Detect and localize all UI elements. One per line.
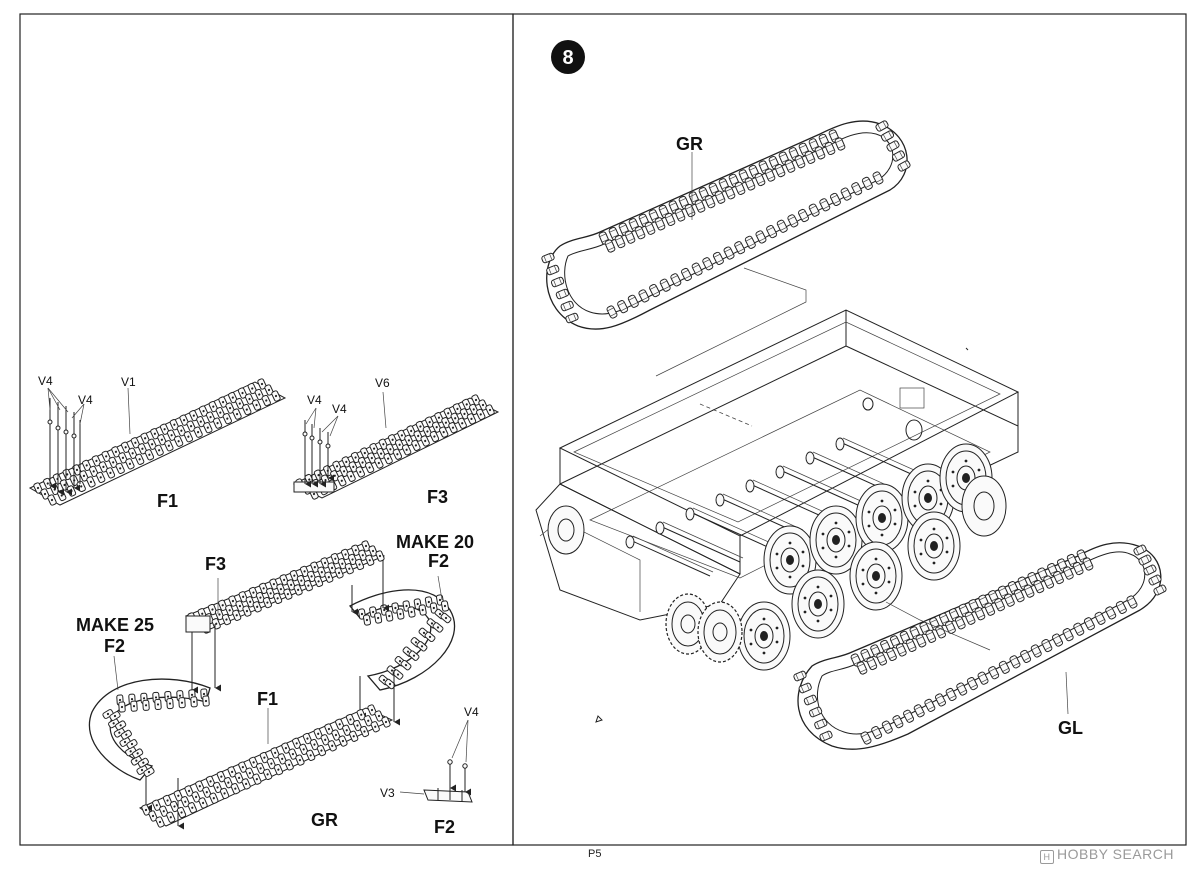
label-make20: MAKE 20 (396, 532, 474, 552)
label-make25: MAKE 25 (76, 615, 154, 635)
road-wheel (907, 511, 961, 581)
caption-f3: F3 (427, 487, 448, 507)
label-v4-d: V4 (332, 402, 347, 416)
label-make20-part: F2 (428, 551, 449, 571)
subassembly-f3: V4 V4 V6 F3 (292, 376, 500, 507)
subassembly-f2: V4 V3 F2 (380, 705, 479, 837)
label-f1-lower: F1 (257, 689, 278, 709)
label-v3: V3 (380, 786, 395, 800)
track-curve-make25 (88, 655, 211, 830)
label-f3-upper: F3 (205, 554, 226, 574)
drive-sprocket-outer (697, 601, 743, 663)
caption-f2: F2 (434, 817, 455, 837)
track-loop-gr (540, 119, 912, 377)
page-number: P5 (588, 848, 602, 860)
pin-v4-group-f1 (47, 387, 131, 496)
step-number: 8 (562, 47, 573, 69)
road-wheel (791, 569, 845, 639)
right-panel-frame (512, 13, 1187, 846)
hobby-search-logo-icon: H (1040, 850, 1054, 864)
label-v1: V1 (121, 375, 136, 389)
label-v4-a: V4 (38, 374, 53, 388)
label-gr: GR (676, 134, 703, 154)
watermark-text: HOBBY SEARCH (1057, 846, 1174, 862)
track-loop-gl (792, 542, 1168, 750)
step-number-badge: 8 (551, 40, 585, 74)
track-strip-f1 (28, 377, 287, 507)
pin-v4-group-f3 (302, 391, 387, 488)
caption-f1: F1 (157, 491, 178, 511)
track-strip-f3-upper (184, 539, 386, 694)
label-v4-c: V4 (307, 393, 322, 407)
subassembly-f1: V4 V4 V1 F1 (28, 374, 287, 511)
running-gear (547, 443, 1007, 723)
road-wheel (737, 601, 791, 671)
label-gr-assembly: GR (311, 810, 338, 830)
label-gl: GL (1058, 718, 1083, 738)
track-assembly-gr: F3 MAKE 20 F2 MAKE 25 F2 F1 GR (76, 532, 474, 830)
hull (535, 309, 1020, 621)
label-v4-b: V4 (78, 393, 93, 407)
label-v6: V6 (375, 376, 390, 390)
road-wheel (849, 541, 903, 611)
road-wheel (855, 483, 909, 553)
label-make25-part: F2 (104, 636, 125, 656)
track-strip-f3 (292, 393, 500, 501)
label-v4-f2: V4 (464, 705, 479, 719)
track-strip-f1-lower (138, 703, 394, 829)
track-curve-make20 (348, 560, 456, 726)
